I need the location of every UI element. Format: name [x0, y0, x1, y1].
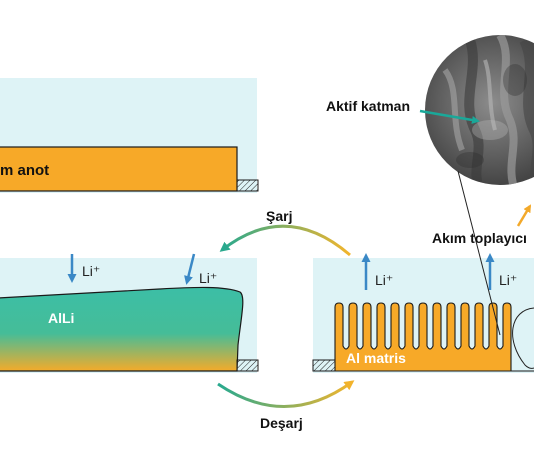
alli-label: AlLi	[48, 310, 74, 326]
sem-zoom-ring	[512, 307, 534, 369]
anode-panel: m anot	[0, 78, 259, 193]
sem-micrograph	[425, 35, 534, 369]
sem-zoom-line-left	[457, 170, 501, 336]
active-layer-callout: Aktif katman	[326, 98, 480, 124]
li-ion-label-1: Li⁺	[82, 263, 100, 279]
discharge-label: Deşarj	[260, 415, 303, 431]
current-collector-callout: Akım toplayıcı	[432, 204, 532, 246]
al-matrix	[334, 302, 534, 372]
li-ion-label-2: Li⁺	[199, 270, 217, 286]
al-matrix-label: Al matris	[346, 350, 406, 366]
current-collector-pointer	[516, 204, 532, 227]
li-ion-label-4: Li⁺	[499, 272, 517, 288]
li-ion-label-3: Li⁺	[375, 272, 393, 288]
al-matrix-collector-tab	[312, 359, 336, 372]
anode-bar	[0, 146, 238, 192]
discharge-arrow-group: Deşarj	[217, 380, 355, 431]
anode-label: m anot	[0, 162, 49, 179]
al-matrix-panel: Al matris Li⁺ Li⁺	[312, 253, 534, 373]
alli-collector-tab	[236, 359, 259, 372]
discharge-arrow	[217, 380, 355, 408]
alli-layer	[0, 286, 244, 372]
current-collector-label: Akım toplayıcı	[432, 230, 527, 246]
active-layer-label: Aktif katman	[326, 98, 410, 114]
charge-arrow-group: Şarj	[219, 208, 351, 257]
li-ion-arrow-down-2	[184, 253, 196, 285]
alli-panel: AlLi Li⁺ Li⁺	[0, 253, 259, 373]
charge-label: Şarj	[266, 208, 292, 224]
active-layer-pointer	[419, 109, 480, 124]
sem-texture	[442, 35, 534, 185]
anode-collector-tab	[236, 179, 259, 192]
charge-arrow	[219, 224, 351, 257]
